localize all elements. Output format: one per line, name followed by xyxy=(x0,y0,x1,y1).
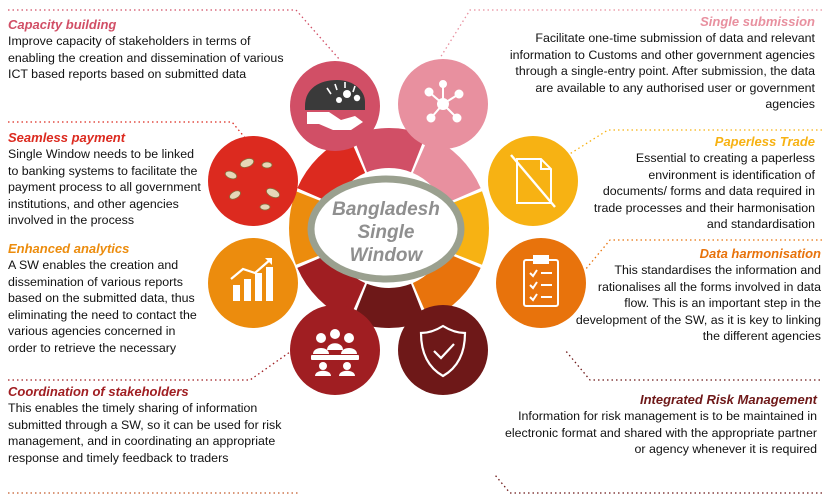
section-line: This standardises the information and xyxy=(614,263,821,277)
section-line: or agency whenever it is required xyxy=(634,442,817,457)
section-line: and standardisation xyxy=(706,217,815,232)
section-title: Single submission xyxy=(700,14,815,29)
section-line: order to retrieve the necessary xyxy=(8,340,177,355)
connector-risk xyxy=(564,349,820,381)
section-line: are available to any authorised user or … xyxy=(535,80,815,95)
petal-capacity xyxy=(352,128,426,173)
section-title: Seamless payment xyxy=(8,130,126,145)
section-risk: Integrated Risk Management Information f… xyxy=(477,392,817,458)
section-line: eliminating the need to contact the xyxy=(8,307,197,322)
section-line: agencies xyxy=(765,97,815,112)
center-title-line2: Single xyxy=(357,222,414,243)
section-line: rationalises all the forms involved in d… xyxy=(597,279,821,294)
section-line: dissemination of various reports xyxy=(8,274,183,289)
center-title-line3: Window xyxy=(350,245,424,266)
section-line: Information for risk management is to be… xyxy=(518,409,817,423)
petal-submission xyxy=(412,136,481,205)
section-line: flow. This is an important step in the xyxy=(624,296,821,311)
checklist-icon xyxy=(523,255,559,307)
petal-coordination xyxy=(297,251,366,320)
bar-chart-icon xyxy=(230,258,273,301)
center-ellipse xyxy=(307,175,465,283)
section-line: A SW enables the creation and xyxy=(8,258,179,272)
network-icon xyxy=(424,80,464,123)
section-line: submitted through a SW, so it can be use… xyxy=(8,417,282,432)
section-title: Coordination of stakeholders xyxy=(8,384,189,399)
section-line: development of the SW, as it is key to l… xyxy=(575,312,821,327)
section-coordination: Coordination of stakeholders This enable… xyxy=(8,384,308,466)
circle-payment xyxy=(208,136,298,226)
circle-harmonisation xyxy=(496,238,586,328)
section-line: Improve capacity of stakeholders in term… xyxy=(8,34,251,48)
section-line: response and timely feedback to traders xyxy=(8,450,229,465)
section-line: electronic format and shared with the ap… xyxy=(504,425,817,440)
connector-bottom-right xyxy=(494,474,822,494)
connector-submission xyxy=(439,9,822,59)
section-line: This enables the timely sharing of infor… xyxy=(8,401,258,415)
section-harmonisation: Data harmonisation This standardises the… xyxy=(551,246,821,345)
connector-harmonisation xyxy=(584,239,822,271)
section-line: enabling the creation and dissemination … xyxy=(8,50,284,65)
handshake-icon xyxy=(305,80,365,130)
document-icon xyxy=(510,154,556,208)
section-analytics: Enhanced analytics A SW enables the crea… xyxy=(8,241,218,357)
section-title: Enhanced analytics xyxy=(8,241,130,256)
coins-icon xyxy=(224,158,280,211)
section-line: ICT based reports based on submitted dat… xyxy=(8,67,247,82)
petal-risk xyxy=(352,283,426,328)
section-line: institutions, and other agencies xyxy=(8,196,179,211)
section-title: Data harmonisation xyxy=(699,246,821,261)
section-line: Single Window needs to be linked xyxy=(8,147,194,161)
center-title-line1: Bangladesh xyxy=(332,199,440,220)
section-line: various agencies concerned in xyxy=(8,324,176,339)
petal-payment xyxy=(297,136,366,205)
section-line: the different agencies xyxy=(702,329,821,344)
section-line: documents/ forms and data required in xyxy=(602,184,815,199)
circle-analytics xyxy=(208,238,298,328)
section-title: Paperless Trade xyxy=(714,134,815,149)
connector-capacity xyxy=(8,9,341,61)
section-line: information to Customs and other governm… xyxy=(509,47,815,62)
section-line: Essential to creating a paperless xyxy=(635,151,815,165)
section-paperless: Paperless Trade Essential to creating a … xyxy=(555,134,815,233)
section-line: to banking systems to facilitate the xyxy=(8,163,198,178)
section-capacity: Capacity building Improve capacity of st… xyxy=(8,17,308,83)
section-line: based on the submitted data, thus xyxy=(8,291,195,306)
shield-check-icon xyxy=(419,324,467,378)
section-line: Facilitate one-time submission of data a… xyxy=(535,31,815,45)
section-payment: Seamless payment Single Window needs to … xyxy=(8,130,223,229)
section-title: Capacity building xyxy=(8,17,117,32)
meeting-icon xyxy=(311,329,359,376)
section-line: payment process to all government xyxy=(8,180,201,195)
section-title: Integrated Risk Management xyxy=(640,392,817,407)
petal-harmonisation xyxy=(412,251,481,320)
section-line: through a single-entry point. After subm… xyxy=(515,64,815,79)
circle-risk xyxy=(398,305,488,395)
section-line: environment is identification of xyxy=(648,167,815,182)
section-line: involved in the process xyxy=(8,213,135,228)
center-hub: Bangladesh Single Window xyxy=(307,175,465,283)
section-submission: Single submission Facilitate one-time su… xyxy=(475,14,815,113)
section-line: trade processes and their harmonisation xyxy=(593,200,815,215)
section-line: management, and in coordinating an appro… xyxy=(8,434,276,449)
